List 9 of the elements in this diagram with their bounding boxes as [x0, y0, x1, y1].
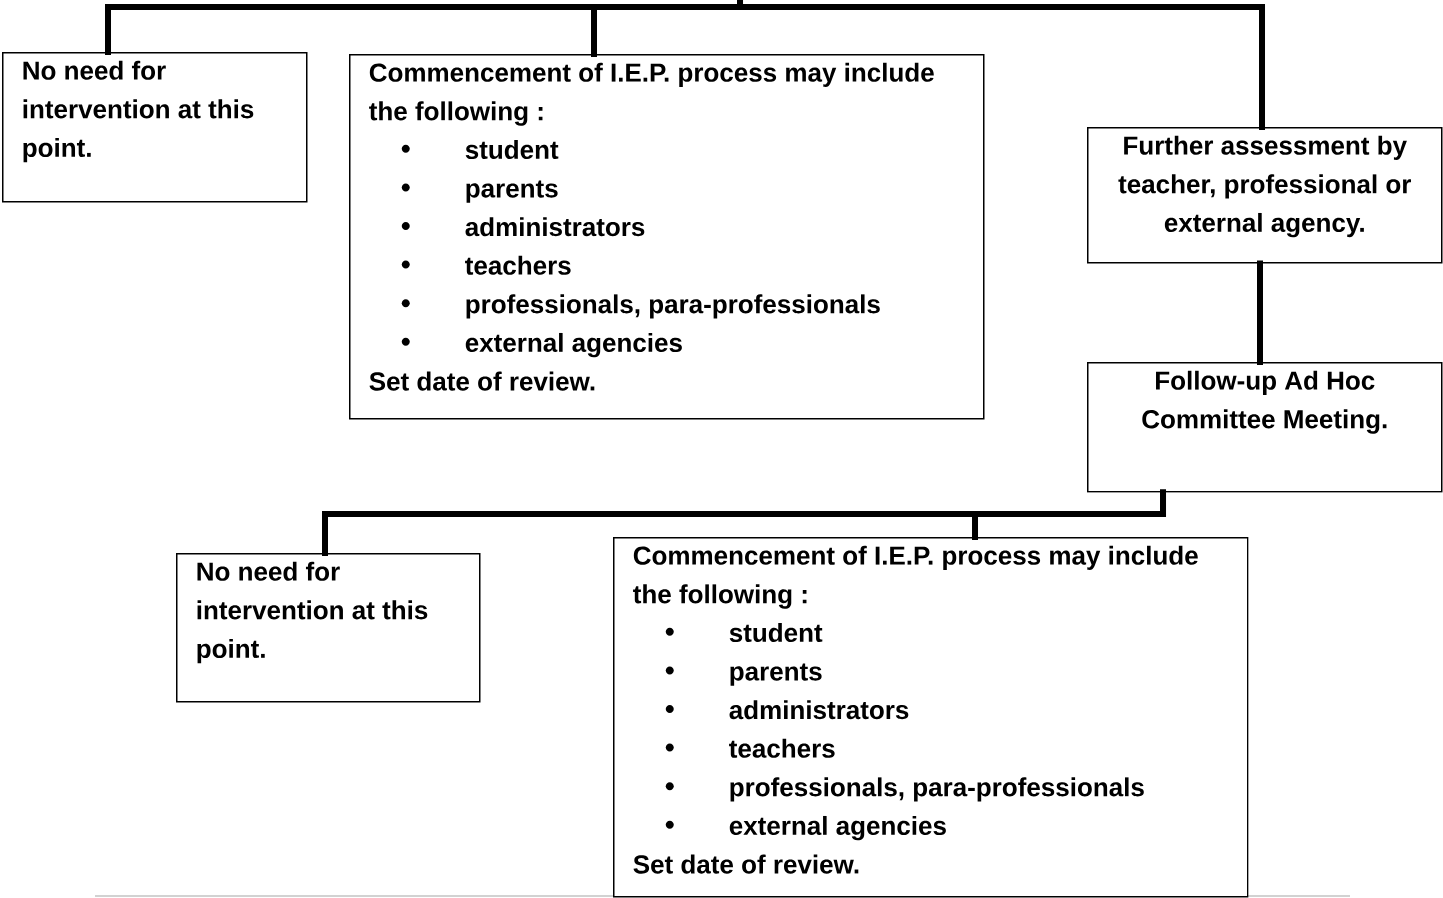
- text-box: Commencement of I.E.P. process may include the following : student parents administrators teachers professionals, para-professionals external agencies Set date of review.: [349, 54, 985, 420]
- text-box: Follow-up Ad Hoc Committee Meeting.: [1087, 362, 1443, 493]
- connector-line: [1257, 260, 1263, 365]
- connector-line: [737, 0, 1265, 130]
- text-box: Commencement of I.E.P. process may include the following : student parents administrators teachers professionals, para-professionals external agencies Set date of review.: [613, 537, 1249, 898]
- text-box: Further assessment by teacher, professional or external agency.: [1087, 127, 1443, 264]
- connector-line: [972, 489, 1166, 540]
- text-box: No need for intervention at this point.: [2, 52, 308, 203]
- text-box: No need for intervention at this point.: [176, 553, 481, 703]
